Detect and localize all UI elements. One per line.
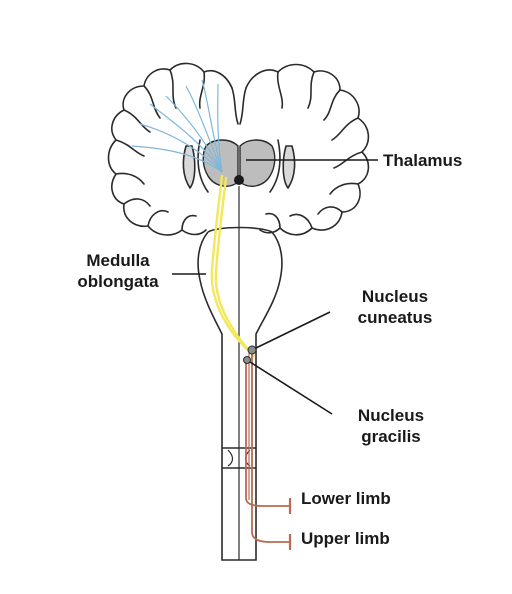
- leader-lines: [172, 159, 378, 415]
- thalamocortical-fibers: [131, 79, 223, 173]
- spinal-segment: [222, 447, 256, 469]
- right-sulci: [265, 71, 363, 229]
- label-medulla-line1: Medulla: [86, 251, 150, 270]
- label-medulla-line2: oblongata: [77, 272, 159, 291]
- label-thalamus: Thalamus: [383, 151, 463, 170]
- medial-lemniscus: [210, 174, 256, 358]
- lemniscus-tract-1: [210, 174, 252, 354]
- label-lower-limb: Lower limb: [301, 489, 391, 508]
- thalamic-nucleus: [234, 175, 244, 185]
- brainstem: [197, 186, 283, 561]
- cuneatus-leader: [255, 311, 331, 349]
- dorsal-column-tracts: [245, 352, 292, 550]
- lemniscus-tract-2: [214, 176, 256, 358]
- label-gracilis-line1: Nucleus: [357, 406, 425, 425]
- cerebrum: [107, 62, 370, 236]
- gracilis-leader: [249, 361, 333, 415]
- label-gracilis-line2: gracilis: [361, 427, 421, 446]
- label-cuneatus-line2: cuneatus: [357, 308, 433, 327]
- left-lateral-ventricle: [182, 145, 196, 189]
- fasciculus-gracilis: [245, 360, 290, 507]
- left-sulci: [115, 69, 206, 231]
- pons-medulla-outline: [197, 231, 283, 561]
- right-lateral-ventricle: [282, 145, 296, 189]
- nucleus-cuneatus-dot: [247, 345, 257, 355]
- thalamus-right: [239, 139, 276, 187]
- label-nucleus-cuneatus: Nucleus cuneatus: [340, 286, 450, 328]
- label-cuneatus-line1: Nucleus: [361, 287, 429, 306]
- longitudinal-fissure: [231, 87, 247, 125]
- medullary-nuclei: [243, 345, 257, 364]
- label-medulla-oblongata: Medulla oblongata: [66, 250, 170, 292]
- label-nucleus-gracilis: Nucleus gracilis: [336, 405, 446, 447]
- fasciculus-cuneatus: [251, 352, 290, 543]
- nucleus-gracilis-dot: [243, 356, 251, 364]
- thalamus: [202, 139, 276, 187]
- label-upper-limb: Upper limb: [301, 529, 390, 548]
